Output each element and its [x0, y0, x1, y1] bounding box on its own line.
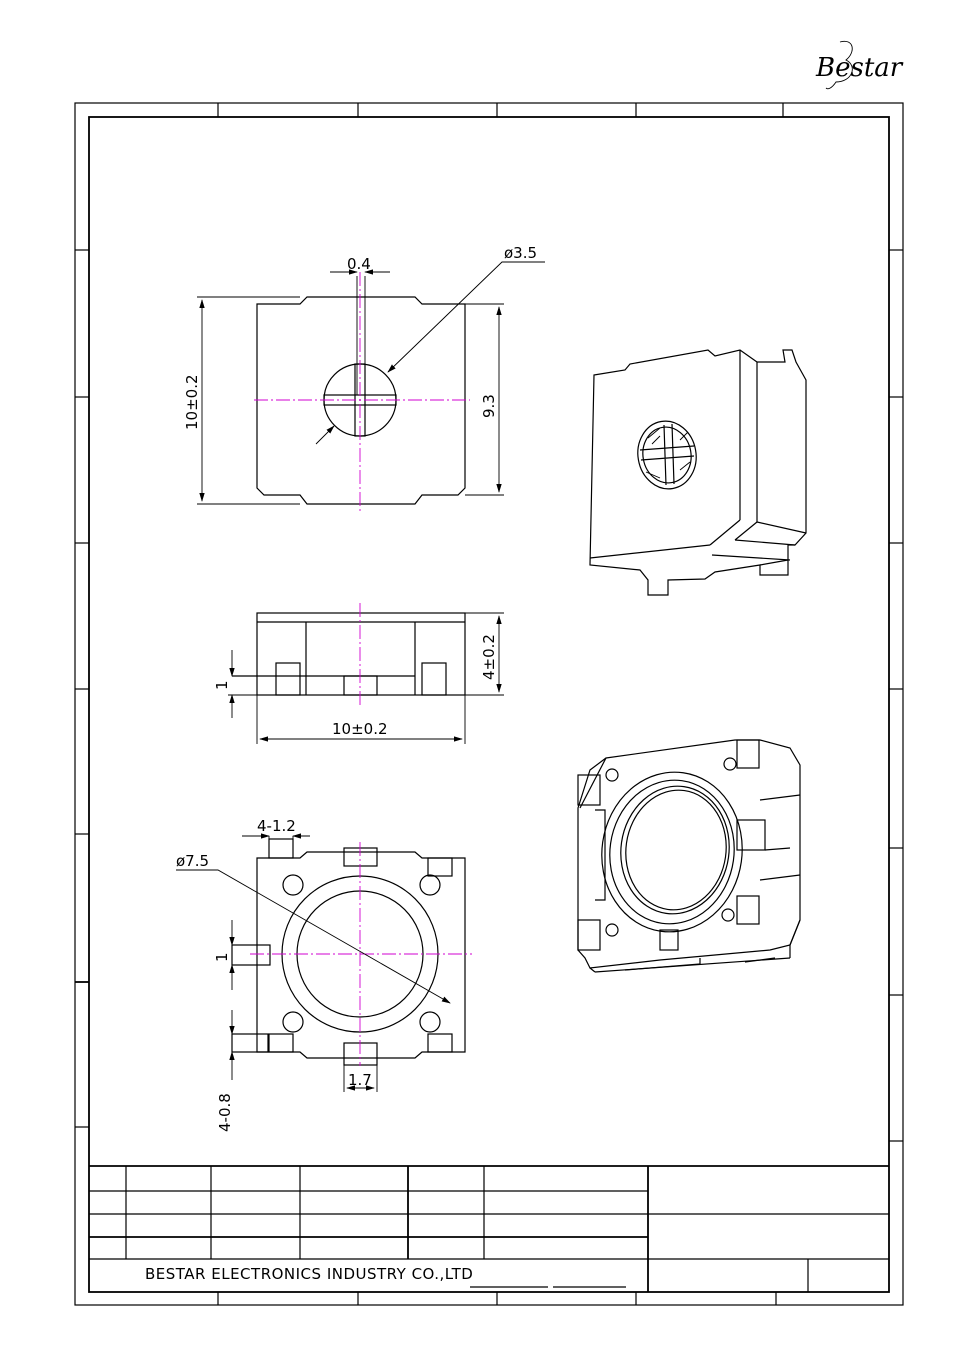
- isometric-bottom-view: [578, 740, 800, 972]
- bestar-logo: Bestar: [815, 41, 904, 88]
- dim-bottom-terminal: 1: [213, 952, 231, 962]
- drawing-frame: [75, 103, 903, 1305]
- title-block: BESTAR ELECTRONICS INDUSTRY CO.,LTD: [89, 1166, 889, 1292]
- dim-side-length: 10±0.2: [332, 720, 388, 738]
- dim-pad-pitch: 1.7: [348, 1071, 372, 1089]
- dim-pad-count-width: 4-1.2: [257, 817, 296, 835]
- dim-knob-diameter: ø3.5: [504, 244, 537, 262]
- logo-text: Bestar: [815, 53, 904, 83]
- dim-side-terminal: 1: [213, 680, 231, 690]
- dim-body-height-top: 9.3: [480, 394, 498, 418]
- dim-body-length-top: 10±0.2: [183, 374, 201, 430]
- dim-side-height: 4±0.2: [480, 634, 498, 680]
- dim-ring-diameter: ø7.5: [176, 852, 209, 870]
- isometric-top-view: [590, 350, 806, 595]
- top-view: 0.4 ø3.5 10±0.2 9.3: [183, 244, 545, 512]
- dim-slot-width: 0.4: [347, 255, 371, 273]
- side-view: 4±0.2 1 10±0.2: [213, 603, 504, 744]
- bottom-view: 4-1.2 ø7.5 1 1.7 4-0.8: [176, 817, 472, 1132]
- dim-pad-count-height: 4-0.8: [216, 1093, 234, 1132]
- company-name: BESTAR ELECTRONICS INDUSTRY CO.,LTD: [145, 1265, 473, 1283]
